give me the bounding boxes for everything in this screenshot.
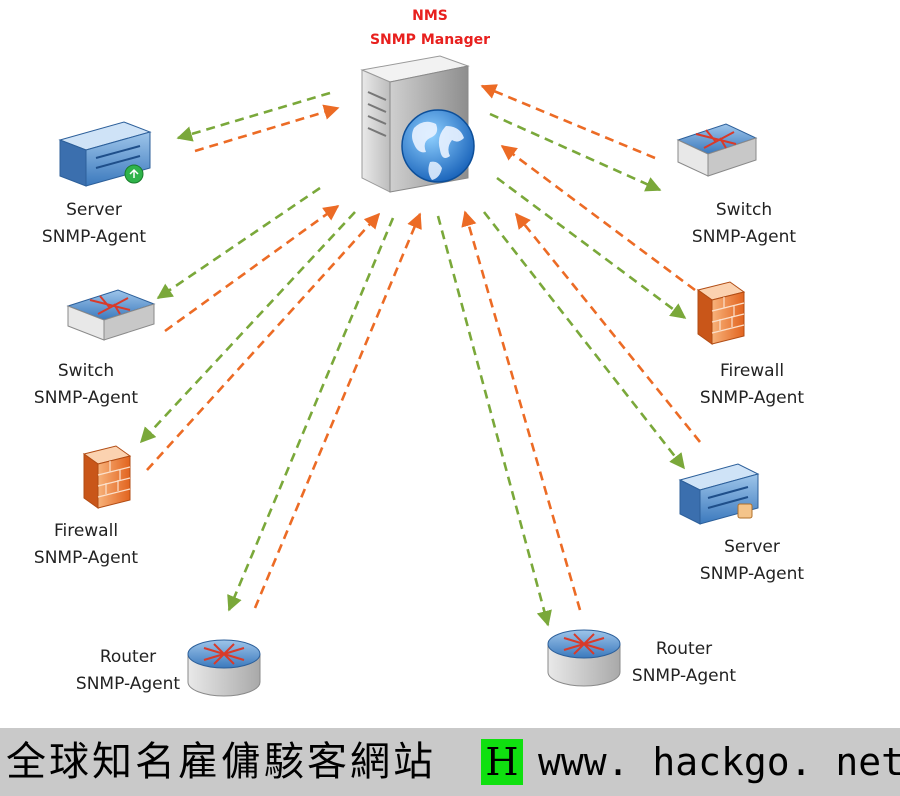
server-left-label: Server SNMP-Agent: [24, 197, 164, 251]
site-banner: 全球知名雇傭駭客網站 H www. hackgo. net: [0, 728, 900, 796]
banner-site-name: 全球知名雇傭駭客網站: [6, 739, 436, 785]
router-right-line1: Router: [655, 639, 713, 659]
server-right-line2: SNMP-Agent: [699, 564, 805, 584]
server-icon-right: [678, 463, 760, 525]
arrow-response-firewall-left: [146, 212, 381, 471]
router-left-label: Router SNMP-Agent: [58, 644, 198, 698]
server-right-label: Server SNMP-Agent: [682, 534, 822, 588]
arrow-request-server-left: [176, 91, 331, 142]
snmp-network-diagram: [58, 55, 760, 697]
arrow-response-server-left: [194, 104, 340, 153]
firewall-icon-left: [82, 445, 132, 509]
arrow-response-router-right: [461, 210, 582, 611]
server-right-line1: Server: [724, 537, 780, 557]
router-right-line2: SNMP-Agent: [631, 666, 737, 686]
switch-left-line2: SNMP-Agent: [33, 388, 139, 408]
switch-left-line1: Switch: [57, 361, 115, 381]
router-icon-left: [187, 639, 261, 697]
arrow-response-switch-right: [480, 84, 656, 160]
arrow-request-router-left: [227, 217, 395, 612]
firewall-right-label: Firewall SNMP-Agent: [682, 358, 822, 412]
arrow-request-server-right: [482, 211, 686, 470]
manager-line1: NMS: [412, 8, 448, 24]
arrow-request-router-right: [436, 215, 552, 627]
server-icon-left: [58, 121, 152, 187]
arrow-response-router-left: [253, 212, 422, 609]
firewall-icon-right: [696, 281, 746, 345]
banner-url-link[interactable]: www. hackgo. net: [538, 740, 900, 784]
arrow-request-firewall-right: [496, 176, 687, 320]
switch-right-line1: Switch: [715, 200, 773, 220]
firewall-left-line1: Firewall: [53, 521, 119, 541]
arrow-response-server-right: [514, 212, 702, 443]
nms-server-icon: [360, 55, 475, 193]
switch-right-label: Switch SNMP-Agent: [674, 197, 814, 251]
arrow-request-firewall-left: [139, 211, 356, 444]
nms-manager-label: NMS SNMP Manager: [360, 4, 500, 52]
firewall-left-line2: SNMP-Agent: [33, 548, 139, 568]
arrow-request-switch-right: [489, 112, 662, 192]
arrows: [139, 84, 702, 627]
router-left-line1: Router: [99, 647, 157, 667]
switch-left-label: Switch SNMP-Agent: [16, 358, 156, 412]
firewall-right-line2: SNMP-Agent: [699, 388, 805, 408]
banner-logo-icon: H: [481, 739, 523, 785]
router-icon-right: [547, 629, 621, 687]
manager-line2: SNMP Manager: [369, 32, 491, 48]
arrow-response-switch-left: [164, 204, 340, 333]
switch-icon-right: [676, 123, 758, 177]
router-left-line2: SNMP-Agent: [75, 674, 181, 694]
server-left-line1: Server: [66, 200, 122, 220]
server-left-line2: SNMP-Agent: [41, 227, 147, 247]
router-right-label: Router SNMP-Agent: [614, 636, 754, 690]
switch-right-line2: SNMP-Agent: [691, 227, 797, 247]
arrow-response-firewall-right: [500, 144, 696, 292]
arrow-request-switch-left: [156, 186, 321, 300]
switch-icon-left: [66, 289, 156, 341]
firewall-right-line1: Firewall: [719, 361, 785, 381]
firewall-left-label: Firewall SNMP-Agent: [16, 518, 156, 572]
